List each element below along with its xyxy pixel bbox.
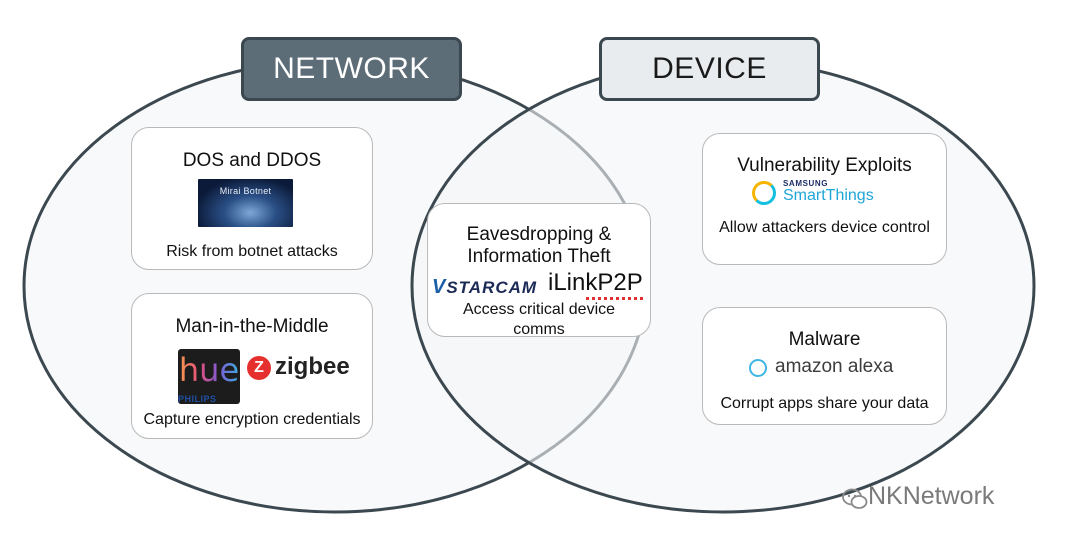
malware-title: Malware (788, 329, 861, 350)
vulnerability-description: Allow attackers device control (719, 219, 930, 236)
malware-description: Corrupt apps share your data (720, 395, 929, 412)
eavesdropping-description: Access critical device comms (428, 300, 650, 340)
vulnerability-title: Vulnerability Exploits (737, 155, 912, 176)
eavesdropping-title: Eavesdropping & Information Theft (428, 224, 650, 268)
malware-card: Malware amazon alexa Corrupt apps share … (702, 307, 947, 425)
mirai-botnet-label: Mirai Botnet (219, 186, 272, 196)
samsung-label: SAMSUNG (783, 179, 829, 188)
philips-hue-logo: hue (178, 349, 240, 404)
dos-title: DOS and DDOS (182, 150, 322, 171)
starcam-logo: VSTARCAM (432, 276, 537, 299)
philips-label: PHILIPS (178, 394, 217, 404)
eavesdropping-title-line1: Eavesdropping & (466, 224, 612, 245)
dos-card: DOS and DDOS Mirai Botnet Risk from botn… (131, 127, 373, 270)
zigbee-logo-text: zigbee (275, 353, 350, 380)
eavesdropping-title-line2: Information Theft (467, 246, 611, 267)
network-header: NETWORK (241, 37, 462, 101)
dos-description: Risk from botnet attacks (166, 243, 338, 260)
spellcheck-underline (586, 297, 644, 300)
mitm-description: Capture encryption credentials (143, 411, 361, 428)
wechat-icon (842, 488, 868, 509)
vulnerability-card: Vulnerability Exploits SAMSUNG SmartThin… (702, 133, 947, 265)
hue-logo-text: hue (178, 351, 240, 389)
mitm-card: Man-in-the-Middle hue PHILIPS Z zigbee C… (131, 293, 373, 439)
device-header: DEVICE (599, 37, 820, 101)
alexa-ring-icon (749, 359, 767, 377)
amazon-alexa-logo: amazon alexa (775, 356, 894, 377)
ilinkp2p-logo: iLinkP2P (548, 269, 643, 296)
mitm-title: Man-in-the-Middle (175, 316, 329, 337)
eavesdropping-card: Eavesdropping & Information Theft VSTARC… (427, 203, 651, 340)
eavesdropping-desc-line1: Access critical device (462, 301, 616, 318)
smartthings-logo-text: SmartThings (783, 187, 874, 204)
starcam-logo-text: STARCAM (446, 278, 538, 297)
smartthings-ring-icon (752, 181, 776, 205)
zigbee-icon: Z (247, 356, 271, 380)
mirai-botnet-image: Mirai Botnet (198, 179, 293, 227)
eavesdropping-desc-line2: comms (513, 321, 565, 338)
watermark-text: NKNetwork (868, 482, 995, 510)
starcam-v-icon: V (432, 276, 447, 298)
